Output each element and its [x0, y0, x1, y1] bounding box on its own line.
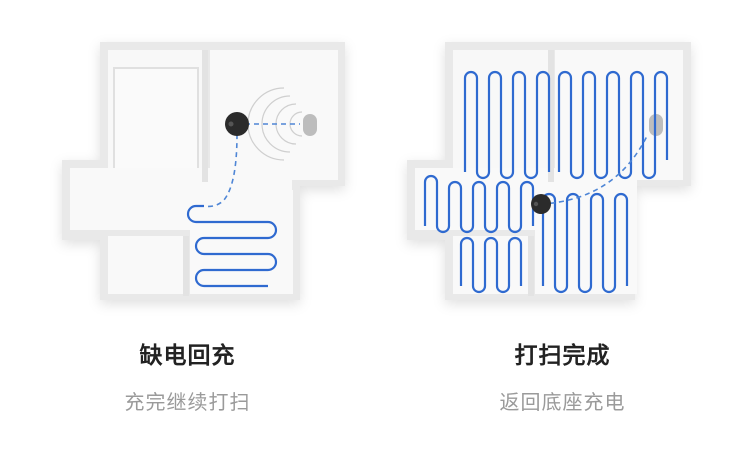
room-bottom-right — [190, 190, 293, 294]
return-path — [203, 123, 300, 208]
room-bottom-left — [108, 236, 183, 294]
return-path — [540, 135, 648, 205]
panel-title: 缺电回充 — [139, 343, 236, 369]
panel-subtitle: 充完继续打扫 — [124, 390, 251, 414]
recharge-panel: 缺电回充 充完继续打扫 — [62, 42, 345, 414]
panel-subtitle: 返回底座充电 — [499, 390, 626, 414]
charging-dock-icon — [303, 114, 317, 136]
floor-plan-finished — [407, 42, 691, 300]
robot-vacuum-icon — [531, 194, 551, 214]
floor-plan-recharge — [62, 42, 345, 300]
cleaning-path — [186, 204, 278, 288]
panel-title: 打扫完成 — [514, 343, 611, 369]
robot-vacuum-icon — [225, 112, 249, 136]
finished-panel: 打扫完成 返回底座充电 — [375, 0, 750, 459]
cleaning-path — [423, 70, 669, 294]
